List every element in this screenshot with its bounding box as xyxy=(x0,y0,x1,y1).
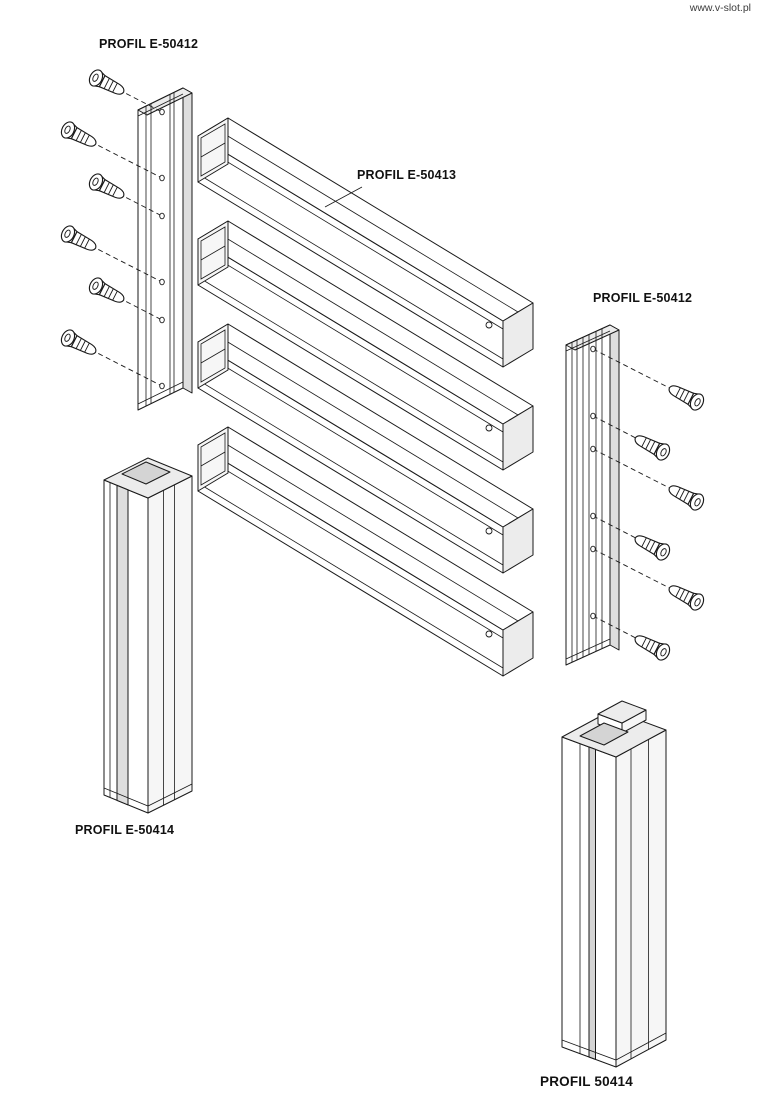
top-slot xyxy=(579,722,629,746)
screw-hole xyxy=(590,412,596,420)
screw xyxy=(86,67,129,101)
profile-front-face xyxy=(137,87,184,411)
profile-side-face xyxy=(609,324,620,651)
watermark: www.v-slot.pl xyxy=(689,2,751,14)
end-cap-inner xyxy=(200,329,226,383)
channel-strip xyxy=(588,746,596,1060)
end-cap-inner xyxy=(200,432,226,486)
slot-line xyxy=(200,142,226,158)
label-slat-profile: PROFIL E-50413 xyxy=(357,168,457,182)
groove-line xyxy=(197,276,504,463)
alignment-line xyxy=(592,615,664,653)
screw-hole xyxy=(159,316,165,324)
slot-line xyxy=(200,451,226,467)
post-right-face xyxy=(147,475,193,814)
groove-line xyxy=(197,246,504,433)
groove-line xyxy=(197,452,504,639)
groove-line xyxy=(197,173,504,360)
label-bottom-left-post-profile: PROFIL E-50414 xyxy=(75,823,175,837)
screw-hole xyxy=(590,512,596,520)
slat-profile xyxy=(197,323,534,574)
right-screw-set xyxy=(590,345,707,663)
screw-hole xyxy=(159,212,165,220)
edge-line xyxy=(565,638,611,660)
profile-front-face xyxy=(565,324,611,666)
screw xyxy=(664,479,707,513)
bottom-right-post-profile-drawing xyxy=(561,700,667,1068)
screw-hole xyxy=(590,345,596,353)
screw-hole xyxy=(159,108,165,116)
edge-line xyxy=(137,93,184,117)
groove-line xyxy=(212,229,519,416)
slat-end-cap-right xyxy=(502,302,534,368)
slat-profile xyxy=(197,117,534,368)
groove-line xyxy=(197,143,504,330)
screw-hole xyxy=(159,382,165,390)
bottom-left-post-profile-drawing xyxy=(103,457,193,814)
label-leader-line xyxy=(324,186,363,208)
groove-line xyxy=(212,126,519,313)
screw xyxy=(86,275,129,309)
screw-hole xyxy=(590,545,596,553)
label-bottom-right-post-profile: PROFIL 50414 xyxy=(540,1074,633,1089)
screw-hole xyxy=(159,278,165,286)
slat-profile xyxy=(197,426,534,677)
end-cap-inner xyxy=(200,123,226,177)
end-cap-inner xyxy=(200,226,226,280)
top-slot xyxy=(121,461,171,485)
slat-profiles-drawing xyxy=(197,117,534,677)
edge-line xyxy=(565,330,611,352)
screw xyxy=(664,579,707,613)
groove-line xyxy=(197,349,504,536)
left-screw-set xyxy=(58,67,165,390)
label-right-mounting-profile: PROFIL E-50412 xyxy=(593,291,693,305)
screw-hole xyxy=(485,424,493,432)
screw-hole xyxy=(485,321,493,329)
screw xyxy=(664,379,707,413)
slat-profile xyxy=(197,220,534,471)
screw-hole xyxy=(485,630,493,638)
slat-end-cap-right xyxy=(502,611,534,677)
edge-line xyxy=(561,1032,667,1061)
channel-strip xyxy=(116,484,129,806)
label-left-mounting-profile: PROFIL E-50412 xyxy=(99,37,199,51)
groove-line xyxy=(212,332,519,519)
alignment-line xyxy=(592,515,664,553)
slat-end-cap-right xyxy=(502,508,534,574)
post-right-face xyxy=(615,729,667,1068)
screw xyxy=(58,327,101,361)
slot-line xyxy=(200,348,226,364)
right-mounting-profile-drawing xyxy=(565,324,620,666)
screw-hole xyxy=(159,174,165,182)
screw xyxy=(630,429,673,463)
edge-line xyxy=(103,783,193,807)
profile-side-face xyxy=(182,87,193,394)
top-tab-top-face xyxy=(597,700,647,724)
screw xyxy=(630,529,673,563)
slot-line xyxy=(200,245,226,261)
slat-end-cap-right xyxy=(502,405,534,471)
groove-line xyxy=(212,435,519,622)
screw xyxy=(58,119,101,153)
screw xyxy=(630,629,673,663)
screw-hole xyxy=(485,527,493,535)
alignment-line xyxy=(592,415,664,453)
screw-hole xyxy=(590,612,596,620)
screw-hole xyxy=(590,445,596,453)
edge-line xyxy=(137,381,184,405)
left-mounting-profile-drawing xyxy=(137,87,193,411)
groove-line xyxy=(197,379,504,566)
screw xyxy=(86,171,129,205)
screw xyxy=(58,223,101,257)
groove-line xyxy=(197,482,504,669)
